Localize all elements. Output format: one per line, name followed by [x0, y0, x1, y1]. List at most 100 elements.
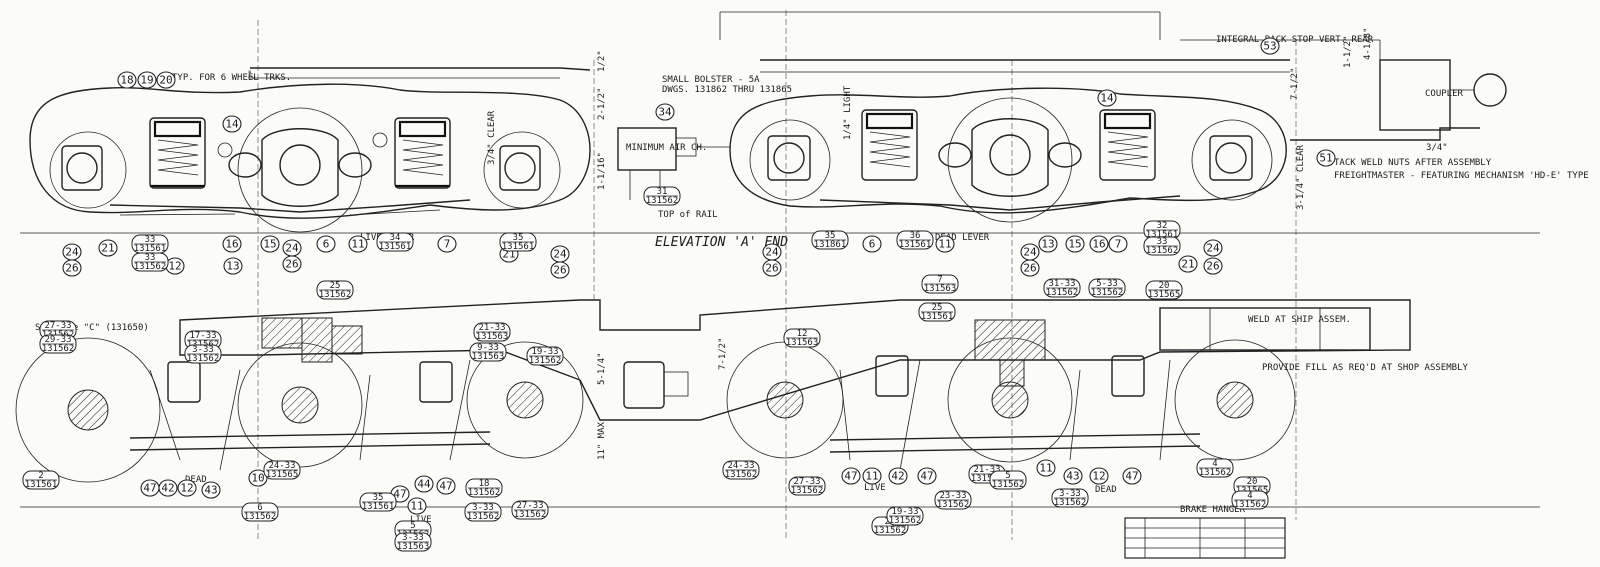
drawing-number: 131563 — [472, 352, 505, 362]
part-bubble-42: 42 — [158, 479, 178, 497]
live-label: LIVE — [410, 515, 432, 525]
part-bubble-21: 21 — [98, 239, 118, 257]
part-number: 19 — [140, 74, 153, 87]
item-number: 3-33 — [192, 345, 214, 355]
drawing-number: 131562 — [1146, 246, 1179, 256]
small-bolster-dwgs-label: DWGS. 131862 THRU 131865 — [662, 85, 792, 95]
item-number: 20 — [1247, 477, 1258, 487]
part-number: 24 — [1206, 242, 1220, 255]
part-bubble-42: 42 — [888, 467, 908, 485]
part-bubble-12: 12 — [165, 257, 185, 275]
part-number: 44 — [417, 478, 431, 491]
part-number: 24 — [765, 246, 779, 259]
item-number: 21-33 — [973, 465, 1000, 475]
part-bubble-13: 13 — [223, 257, 243, 275]
drawing-number: 131565 — [266, 470, 299, 480]
weld-at-ship-label: WELD AT SHIP ASSEM. — [1248, 315, 1351, 325]
part-bubble-24: 24 — [62, 243, 82, 261]
part-number: 12 — [168, 260, 181, 273]
part-bubble-47: 47 — [436, 477, 456, 495]
part-bubble-43: 43 — [201, 481, 221, 499]
part-number: 7 — [444, 238, 451, 251]
part-number: 26 — [553, 264, 566, 277]
part-bubble-24: 24 — [1020, 243, 1040, 261]
item-number: 33 — [145, 235, 156, 245]
drawing-number: 131562 — [937, 500, 970, 510]
part-number: 15 — [263, 238, 276, 251]
see-note-label: See Note "C" (131650) — [35, 323, 149, 333]
part-bubble-47: 47 — [917, 467, 937, 485]
dim-label-4: 1-1/16" — [597, 152, 607, 190]
item-number: 27-33 — [516, 501, 543, 511]
part-number: 51 — [1319, 152, 1332, 165]
dim-label-6: 3-1/4" CLEAR — [1296, 144, 1306, 210]
title-block — [1124, 517, 1286, 559]
part-number: 43 — [204, 484, 217, 497]
brake-hanger-label: BRAKE HANGER — [1180, 505, 1246, 515]
item-number: 5 — [410, 521, 415, 531]
item-number: 19-33 — [531, 347, 558, 357]
part-number: 11 — [1039, 462, 1052, 475]
drawing-number: 131563 — [397, 542, 430, 552]
drawing-number: 131562 — [467, 512, 500, 522]
part-bubble-11: 11 — [348, 235, 368, 253]
spring-pack-right — [394, 117, 451, 189]
small-bolster-label: SMALL BOLSTER - 5A — [662, 75, 760, 85]
dim-label-2: 1/4" LIGHT — [843, 85, 853, 140]
part-number: 53 — [1263, 40, 1276, 53]
part-bubble-11: 11 — [862, 467, 882, 485]
item-number: 31 — [657, 187, 668, 197]
part-bubble-14: 14 — [1097, 89, 1117, 107]
elevation-label: ELEVATION 'A' END — [655, 235, 788, 250]
part-bubble-10: 10 — [248, 469, 268, 487]
part-number: 47 — [143, 482, 156, 495]
part-bubble-24: 24 — [282, 239, 302, 257]
part-number: 11 — [938, 238, 951, 251]
part-number: 47 — [439, 480, 452, 493]
part-number: 24 — [1023, 246, 1037, 259]
part-number: 7 — [1115, 238, 1122, 251]
drawing-number: 131562 — [244, 512, 277, 522]
part-number: 42 — [891, 470, 904, 483]
item-number: 31-33 — [1048, 279, 1075, 289]
dim-label-12: 7-1/2" — [1290, 67, 1300, 100]
part-bubble-12: 12 — [177, 479, 197, 497]
part-number: 11 — [410, 500, 423, 513]
part-bubble-21: 21 — [1178, 255, 1198, 273]
dim-label-7: 5-1/4" — [597, 352, 607, 385]
part-number: 18 — [120, 74, 133, 87]
drawing-number: 131562 — [319, 290, 352, 300]
upper-right-truck — [729, 39, 1507, 223]
drawing-number: 131563 — [476, 332, 509, 342]
part-number: 26 — [285, 258, 298, 271]
drawing-number: 131561 — [899, 240, 932, 250]
drawing-number: 131562 — [42, 344, 75, 354]
part-number: 20 — [159, 74, 172, 87]
item-number: 4 — [1247, 491, 1252, 501]
item-number: 36 — [910, 231, 921, 241]
part-number: 14 — [225, 118, 239, 131]
drawing-number: 131562 — [1199, 468, 1232, 478]
part-bubble-7: 7 — [437, 235, 457, 253]
drawing-number: 131562 — [187, 354, 220, 364]
dim-label-5: 2-1/2" — [597, 87, 607, 120]
part-bubble-13: 13 — [1038, 235, 1058, 253]
part-bubble-24: 24 — [1203, 239, 1223, 257]
coupler-label: COUPLER — [1425, 89, 1464, 99]
part-number: 24 — [553, 248, 567, 261]
part-number: 21 — [101, 242, 114, 255]
spring-pack-left — [149, 117, 206, 189]
item-number: 23-33 — [939, 491, 966, 501]
part-bubble-15: 15 — [1065, 235, 1085, 253]
